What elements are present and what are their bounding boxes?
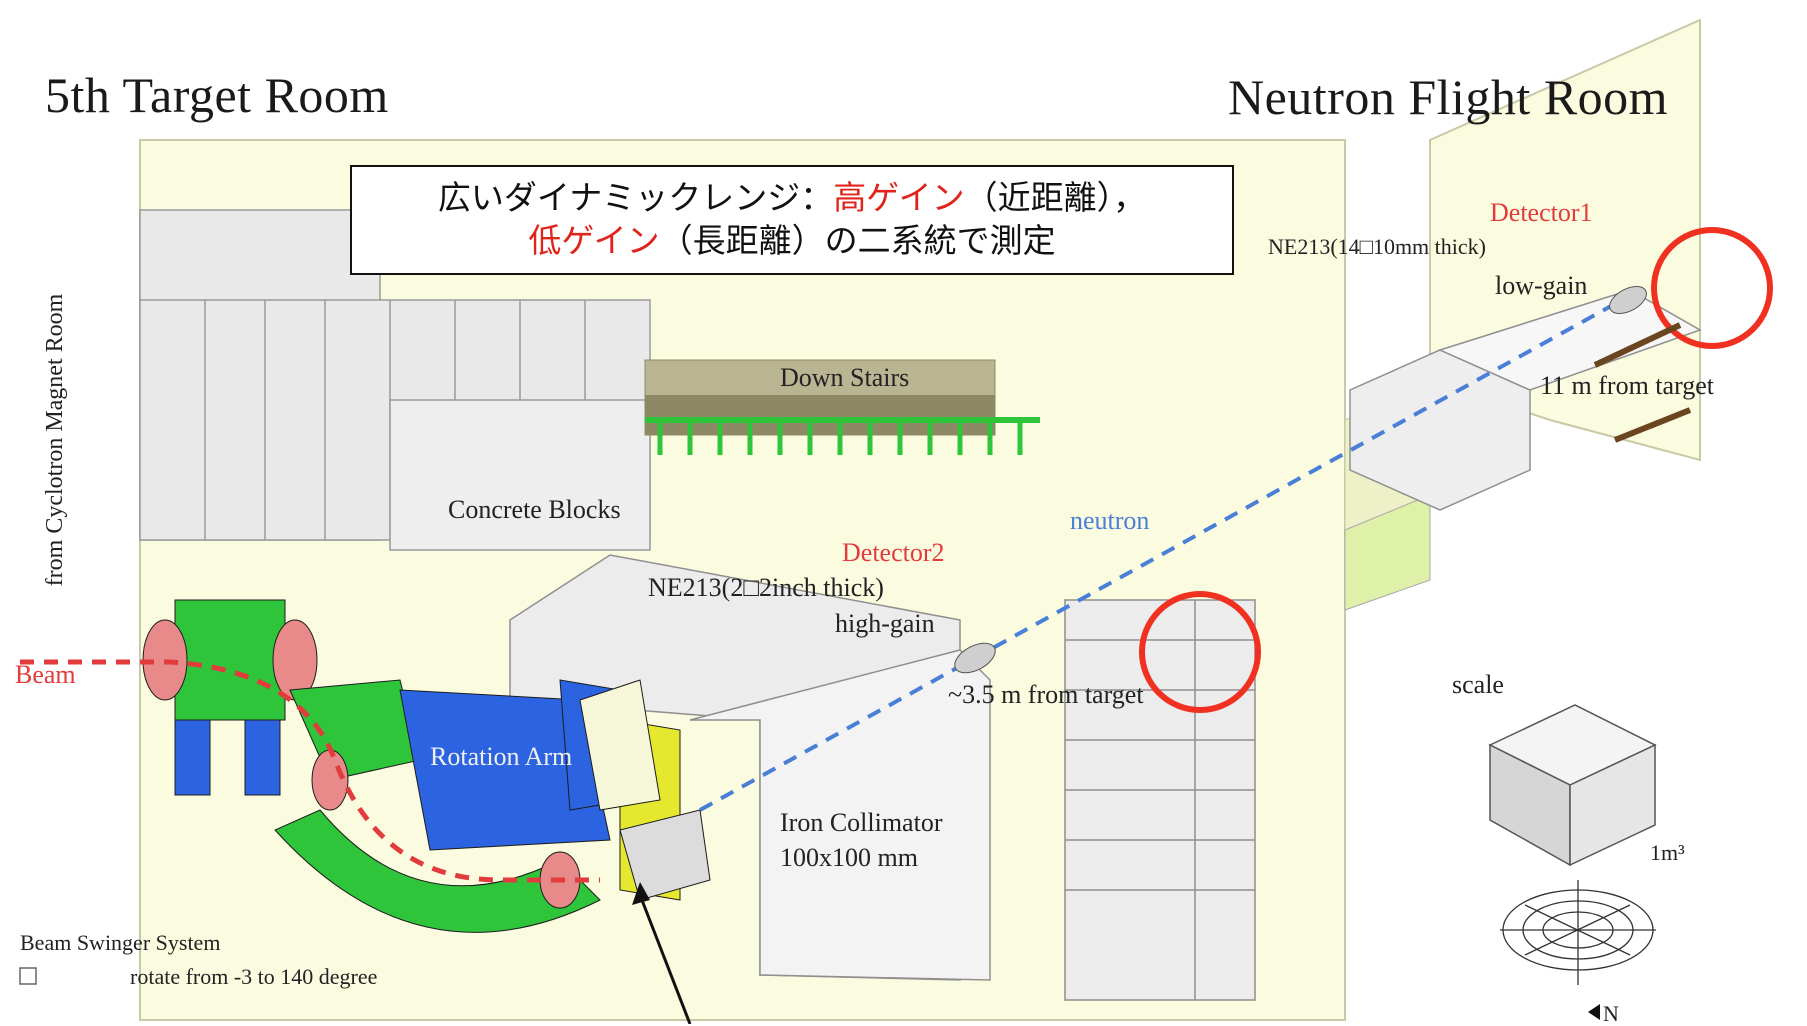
detector1-name: Detector1: [1490, 198, 1593, 227]
note-line1-after: （近距離），: [964, 178, 1147, 217]
legend-swatch: [19, 967, 37, 985]
detector2-spec: NE213(2□2inch thick): [648, 573, 884, 602]
detector2-distance: ~3.5 m from target: [948, 680, 1144, 709]
pointer-arrow: [638, 894, 692, 1024]
scale-label: scale: [1452, 670, 1504, 699]
north-label: N: [1603, 1001, 1619, 1026]
detector2-name: Detector2: [842, 538, 945, 567]
neutron-path: [699, 288, 1641, 812]
detector1-gain: low-gain: [1495, 271, 1588, 300]
swinger-title: Beam Swinger System: [20, 930, 221, 955]
beam-swinger: [142, 599, 711, 933]
note-line2-after: （長距離）の二系統で測定: [659, 220, 1056, 260]
detector2-gain: high-gain: [835, 609, 935, 638]
iron-collimator-label: Iron Collimator: [780, 808, 943, 837]
cyclotron-room-label: from Cyclotron Magnet Room: [42, 293, 68, 587]
flight-room-title: Neutron Flight Room: [1228, 69, 1669, 125]
note-line1-before: 広いダイナミックレンジ：: [437, 178, 834, 217]
rotation-arm-label: Rotation Arm: [430, 742, 573, 771]
concrete-blocks: [139, 209, 651, 551]
detector1-distance: 11 m from target: [1540, 371, 1715, 400]
detector2-highlight-circle: [1139, 591, 1261, 713]
note-high-gain: 高ゲイン: [833, 178, 965, 217]
corridor-green-wall: [1344, 494, 1431, 611]
down-stairs-label: Down Stairs: [780, 363, 910, 392]
concrete-blocks-label: Concrete Blocks: [448, 495, 621, 524]
scale-cube: [1488, 704, 1657, 867]
detector1-body: [1609, 285, 1647, 315]
support-rods: [1593, 322, 1692, 443]
compass: [1500, 880, 1656, 985]
swinger-range: rotate from -3 to 140 degree: [130, 964, 378, 989]
note-line-1: 広いダイナミックレンジ：高ゲイン（近距離），: [352, 177, 1232, 220]
dynamic-range-note: 広いダイナミックレンジ：高ゲイン（近距離）， 低ゲイン（長距離）の二系統で測定: [350, 165, 1234, 275]
shield-blocks: [509, 289, 1702, 1001]
note-low-gain: 低ゲイン: [528, 220, 660, 260]
down-stairs: [644, 359, 1040, 455]
collimator-size-label: 100x100 mm: [780, 843, 918, 872]
detector1-spec: NE213(14□10mm thick): [1268, 234, 1486, 259]
neutron-label: neutron: [1070, 506, 1150, 535]
detector2-body: [954, 642, 996, 674]
note-line-2: 低ゲイン（長距離）の二系統で測定: [352, 220, 1232, 263]
detector1-highlight-circle: [1651, 227, 1773, 349]
north-arrow: [1588, 1004, 1600, 1020]
beam-path: [20, 659, 600, 883]
target-room-title: 5th Target Room: [45, 67, 389, 123]
scale-unit-label: 1m³: [1650, 840, 1685, 865]
beam-label: Beam: [15, 660, 76, 689]
